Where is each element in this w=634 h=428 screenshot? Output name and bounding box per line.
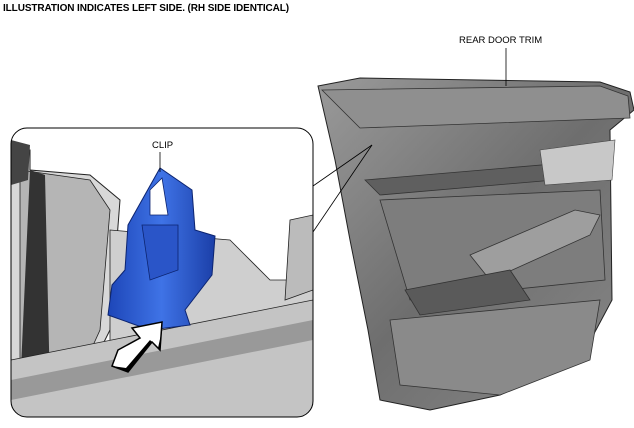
rear-door-trim	[317, 77, 634, 411]
clip-label: CLIP	[152, 140, 174, 151]
rear-door-trim-label: REAR DOOR TRIM	[459, 35, 543, 46]
callout-line	[312, 144, 373, 187]
callout-frame	[10, 127, 314, 418]
page-title: ILLUSTRATION INDICATES LEFT SIDE. (RH SI…	[3, 3, 289, 14]
callout-line	[312, 144, 373, 233]
push-arrow-icon	[111, 321, 163, 373]
clip	[107, 152, 216, 331]
